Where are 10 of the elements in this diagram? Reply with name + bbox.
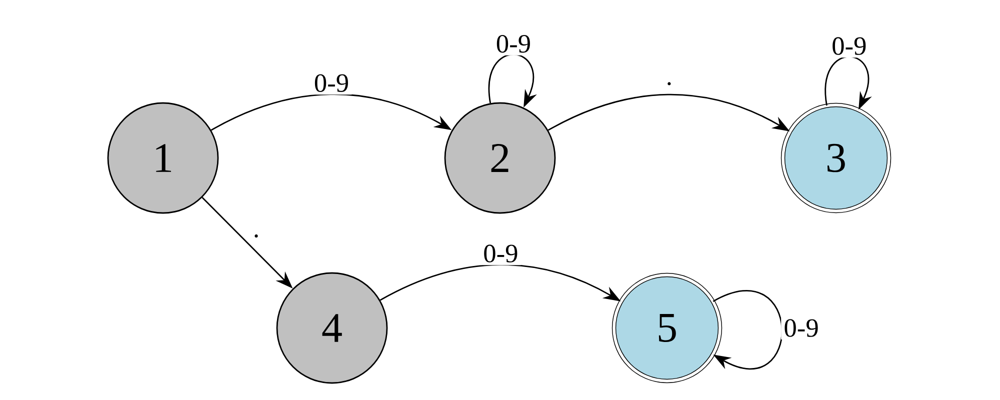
edge-label: 0-9 [781,316,822,340]
accepting-state: 3 [780,102,892,214]
edge-label: 0-9 [311,72,352,95]
edge-label: 0-9 [480,242,521,266]
edge-label: . [663,80,676,88]
edge-label: 0-9 [493,32,534,56]
edge-label: . [250,232,262,240]
accepting-state: 5 [612,272,722,384]
arrow [712,290,783,370]
edge-label: 0-9 [828,34,870,58]
